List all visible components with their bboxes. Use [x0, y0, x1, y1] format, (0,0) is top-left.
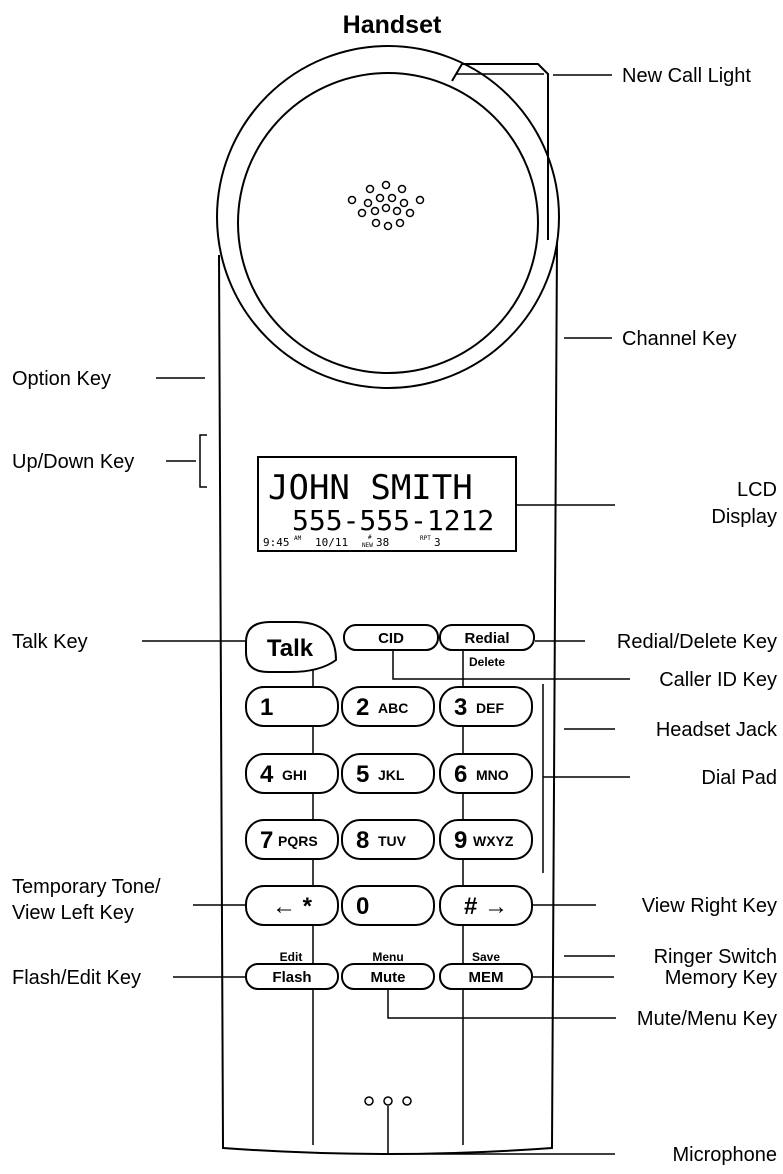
key-5[interactable]: 5 JKL — [341, 753, 435, 794]
talk-key[interactable]: Talk — [245, 621, 338, 673]
diagram-title: Handset — [343, 11, 442, 39]
cid-key[interactable]: CID — [343, 624, 439, 651]
key-6-digit: 6 — [454, 761, 467, 788]
key-6-letters: MNO — [476, 767, 509, 783]
label-channel-key: Channel Key — [622, 328, 737, 350]
label-up-down-key: Up/Down Key — [12, 451, 134, 473]
key-5-letters: JKL — [378, 767, 405, 783]
star-key[interactable]: ← * — [245, 885, 339, 926]
redial-key-label: Redial — [464, 630, 509, 647]
lcd-rpt-label: RPT — [420, 535, 431, 542]
label-ringer-switch: Ringer Switch — [654, 946, 777, 968]
key-9-letters: WXYZ — [473, 833, 514, 849]
cid-key-label: CID — [378, 630, 404, 647]
key-3[interactable]: 3 DEF — [439, 686, 533, 727]
label-headset-jack: Headset Jack — [656, 719, 778, 741]
label-temporary-tone-line2: View Left Key — [12, 902, 134, 924]
label-view-right-key: View Right Key — [642, 895, 777, 917]
leader-lines — [142, 74, 630, 1155]
key-2[interactable]: 2 ABC — [341, 686, 435, 727]
key-7[interactable]: 7 PQRS — [245, 819, 339, 860]
label-talk-key: Talk Key — [12, 631, 88, 653]
key-3-digit: 3 — [454, 694, 467, 721]
key-4[interactable]: 4 GHI — [245, 753, 339, 794]
mute-key[interactable]: Mute — [341, 963, 435, 990]
microphone — [364, 1096, 412, 1106]
label-caller-id-key: Caller ID Key — [659, 669, 777, 691]
lcd-count: 38 — [376, 536, 389, 549]
label-temporary-tone-line1: Temporary Tone/ — [12, 876, 161, 898]
save-label: Save — [472, 950, 500, 964]
key-4-digit: 4 — [260, 761, 274, 788]
key-5-digit: 5 — [356, 761, 369, 788]
new-call-light — [451, 63, 549, 240]
label-mute-menu-key: Mute/Menu Key — [637, 1008, 777, 1030]
lcd-hash: # — [368, 534, 372, 541]
earpiece — [237, 72, 539, 374]
label-new-call-light: New Call Light — [622, 65, 751, 87]
label-option-key: Option Key — [12, 368, 111, 390]
earpiece-outer-ring — [216, 45, 560, 389]
key-6[interactable]: 6 MNO — [439, 753, 533, 794]
label-memory-key: Memory Key — [665, 967, 777, 989]
redial-key[interactable]: Redial — [439, 624, 535, 651]
key-7-letters: PQRS — [278, 833, 318, 849]
label-flash-edit-key: Flash/Edit Key — [12, 967, 141, 989]
edit-label: Edit — [280, 950, 303, 964]
key-2-digit: 2 — [356, 694, 369, 721]
menu-label: Menu — [372, 950, 403, 964]
key-9[interactable]: 9 WXYZ — [439, 819, 533, 860]
flash-key-label: Flash — [272, 969, 311, 986]
lcd-time: 9:45 — [263, 536, 290, 549]
key-8-letters: TUV — [378, 833, 407, 849]
speaker-grille — [347, 180, 425, 231]
hash-key-label: # → — [464, 893, 508, 920]
mem-key-label: MEM — [469, 969, 504, 986]
lcd-rpt-value: 3 — [434, 536, 441, 549]
delete-label: Delete — [469, 655, 505, 669]
star-key-label: ← * — [272, 893, 313, 920]
label-lcd-line1: LCD — [737, 479, 777, 501]
key-0-digit: 0 — [356, 893, 369, 920]
key-1[interactable]: 1 — [245, 686, 339, 727]
label-lcd-line2: Display — [711, 506, 777, 528]
key-9-digit: 9 — [454, 827, 467, 854]
key-0[interactable]: 0 — [341, 885, 435, 926]
lcd-name: JOHN SMITH — [268, 468, 473, 508]
talk-key-label: Talk — [267, 635, 314, 662]
label-microphone: Microphone — [672, 1144, 777, 1166]
lcd-display — [257, 456, 517, 552]
mute-key-label: Mute — [371, 969, 406, 986]
key-8[interactable]: 8 TUV — [341, 819, 435, 860]
key-1-digit: 1 — [260, 694, 273, 721]
lcd-number: 555-555-1212 — [292, 504, 494, 537]
flash-key[interactable]: Flash — [245, 963, 339, 990]
key-2-letters: ABC — [378, 700, 408, 716]
key-4-letters: GHI — [282, 767, 307, 783]
label-redial-delete-key: Redial/Delete Key — [617, 631, 777, 653]
lcd-date: 10/11 — [315, 536, 348, 549]
mem-key[interactable]: MEM — [439, 963, 533, 990]
key-3-letters: DEF — [476, 700, 504, 716]
lcd-ampm: AM — [294, 535, 302, 542]
key-7-digit: 7 — [260, 827, 273, 854]
lcd-new-label: NEW — [362, 542, 373, 549]
label-dial-pad: Dial Pad — [701, 767, 777, 789]
hash-key[interactable]: # → — [439, 885, 533, 926]
key-8-digit: 8 — [356, 827, 369, 854]
